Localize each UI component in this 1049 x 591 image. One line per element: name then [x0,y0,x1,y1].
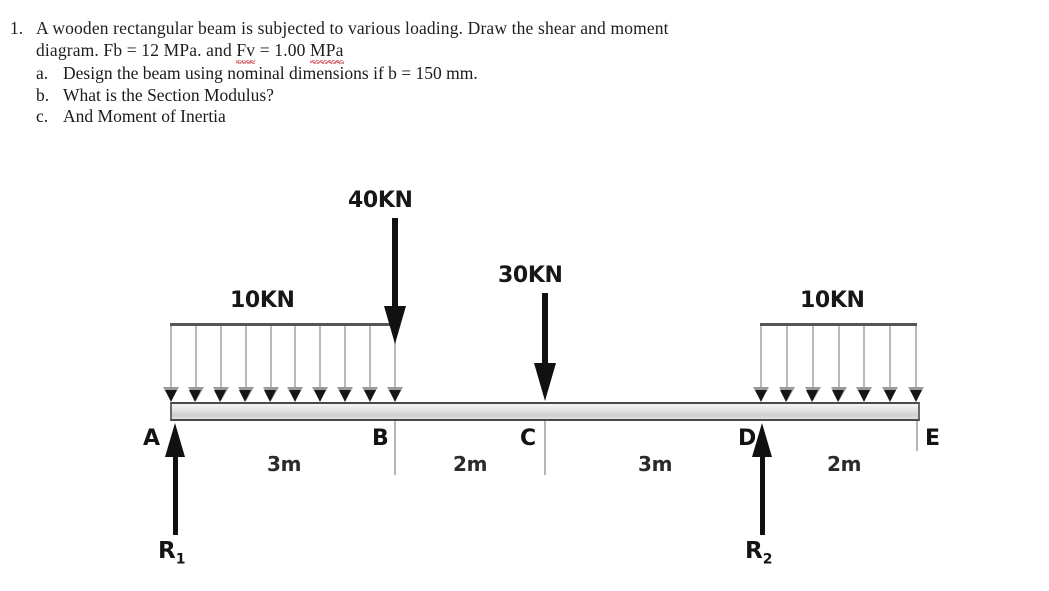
problem-line2-part-a: diagram. Fb = 12 MPa. and [36,39,237,60]
point-load-b-arrowhead [384,306,406,344]
problem-line-2: diagram. Fb = 12 MPa. and Fv = 1.00 MPa [0,39,1049,64]
sub-item-c: c. And Moment of Inertia [0,106,1049,128]
udl-left-arrow-arrowhead [388,390,401,402]
udl-right-arrow-stem [760,326,762,394]
sub-item-c-text: And Moment of Inertia [63,106,226,126]
udl-right-arrow-arrowhead [780,390,793,402]
reaction-r2-arrowhead [752,423,772,457]
problem-line2-part-b: = 1.00 [255,39,311,60]
sub-item-b: b. What is the Section Modulus? [0,85,1049,107]
udl-right-arrow-stem [811,326,814,394]
udl-right-arrow-stem [863,326,866,394]
problem-line-1: 1. A wooden rectangular beam is subjecte… [0,18,1049,40]
point-load-c-arrowhead [534,363,556,401]
dimension-label-de: 2m [827,452,862,476]
udl-left-arrow-arrowhead [363,390,376,402]
point-label-c: C [520,426,537,451]
point-label-a: A [143,426,161,451]
udl-left-label: 10KN [230,288,295,313]
udl-right-arrow-stem [785,326,788,394]
reaction-r1-subscript: 1 [175,551,186,568]
udl-left-arrow-arrowhead [264,390,277,402]
udl-left-arrow-stem [319,326,322,394]
udl-left-arrow-stem [394,326,396,394]
udl-right-arrow-arrowhead [806,390,819,402]
beam-member [170,402,920,421]
sub-item-b-letter: b. [36,84,50,105]
dimension-label-bc: 2m [453,452,488,476]
udl-left-arrow-stem [170,326,172,394]
problem-sub-items: a. Design the beam using nominal dimensi… [0,63,1049,128]
spellcheck-term-fv: Fv [236,39,256,64]
reaction-r2-stem [759,455,765,535]
reaction-r2-label: R2 [745,538,773,568]
point-label-e: E [925,426,941,451]
point-label-b: B [372,426,389,451]
udl-left-arrow-arrowhead [313,390,326,402]
udl-left-arrow-arrowhead [338,390,351,402]
point-load-b-stem [392,218,398,308]
beam-loading-diagram: 10KN 40KN 30KN 10KN R1 R2 A B C D E 3m 2… [0,180,1049,591]
point-load-c-stem [542,293,548,365]
sub-item-a: a. Design the beam using nominal dimensi… [0,63,1049,85]
sub-item-a-letter: a. [36,63,49,83]
udl-left-arrow-stem [219,326,222,394]
reaction-r1-label: R1 [158,538,186,568]
udl-right-arrow-stem [889,326,892,394]
udl-right-arrow-arrowhead [857,390,870,402]
dimension-label-ab: 3m [267,452,302,476]
station-tick-c [544,421,546,475]
sub-item-a-text: Design the beam using nominal dimensions… [63,63,478,83]
udl-right-arrow-stem [837,326,840,394]
udl-left-arrow-stem [244,326,247,394]
udl-left-arrow-arrowhead [189,390,202,402]
point-load-b-label: 40KN [348,188,413,213]
udl-right-arrow-arrowhead [883,390,896,402]
udl-left-arrow-stem [294,326,297,394]
udl-right-arrow-stem [915,326,917,394]
udl-left-arrow-stem [194,326,197,394]
problem-number: 1. [10,18,24,38]
fv-symbol: Fv [236,39,256,60]
udl-right-arrow-arrowhead [909,390,922,402]
point-label-d: D [738,426,757,451]
udl-right-rail [760,323,917,326]
problem-text-line-1: A wooden rectangular beam is subjected t… [36,18,669,38]
udl-left-rail [170,323,396,326]
reaction-r1-stem [172,455,178,535]
mpa-unit: MPa [310,39,344,60]
udl-left-arrow-stem [269,326,272,394]
udl-left-arrow-arrowhead [164,390,177,402]
spellcheck-term-mpa: MPa [310,39,344,64]
udl-left-arrow-arrowhead [214,390,227,402]
dimension-label-cd: 3m [638,452,673,476]
problem-statement: 1. A wooden rectangular beam is subjecte… [0,18,1049,128]
reaction-r1-arrowhead [165,423,185,457]
station-tick-b [394,421,396,475]
udl-right-arrow-arrowhead [754,390,767,402]
udl-left-arrow-arrowhead [239,390,252,402]
udl-left-arrow-arrowhead [288,390,301,402]
udl-right-label: 10KN [800,288,865,313]
sub-item-b-text: What is the Section Modulus? [63,84,274,105]
sub-item-c-letter: c. [36,106,49,126]
udl-left-arrow-stem [369,326,372,394]
reaction-r2-subscript: 2 [762,551,773,568]
udl-left-arrow-stem [344,326,347,394]
station-tick-e [916,421,918,451]
problem-text-line-2: diagram. Fb = 12 MPa. and Fv = 1.00 MPa [36,39,344,64]
udl-right-arrow-arrowhead [832,390,844,402]
point-load-c-label: 30KN [498,263,563,288]
